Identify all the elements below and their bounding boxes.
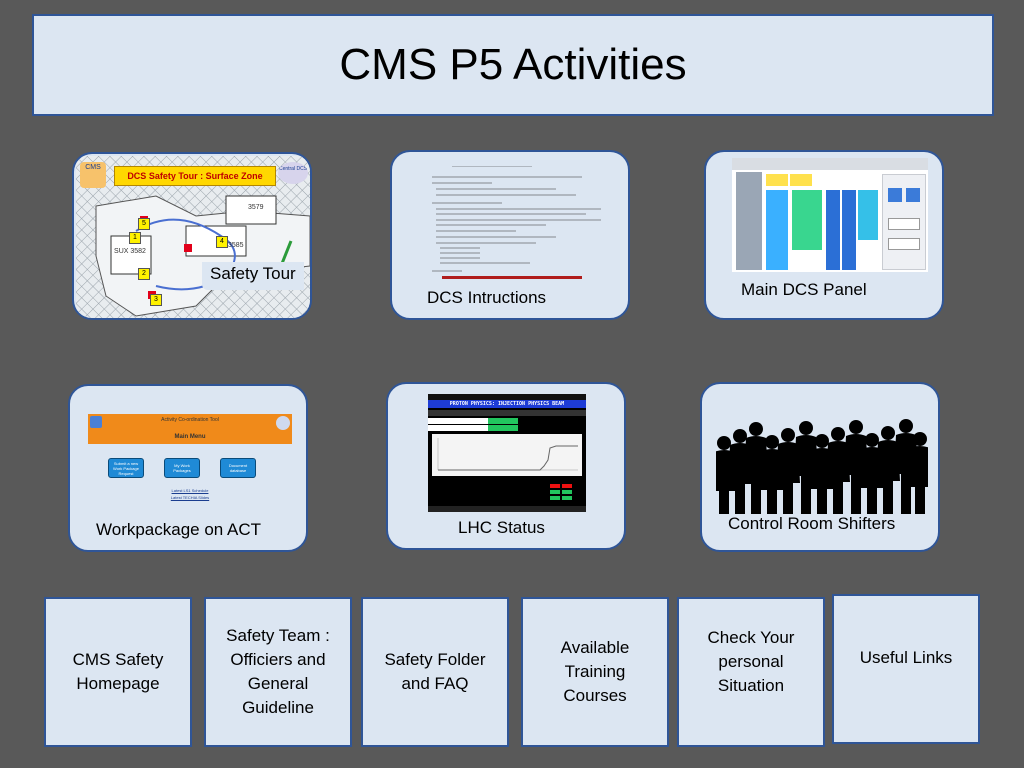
control-room-card[interactable]: Control Room Shifters xyxy=(700,382,940,552)
dcs-panel-screenshot xyxy=(732,158,928,272)
act-main-menu: Main Menu xyxy=(174,434,206,440)
lhc-status-screenshot: PROTON PHYSICS: INJECTION PHYSICS BEAM xyxy=(428,394,586,512)
central-dcs-logo: Central DCS xyxy=(278,162,308,184)
main-dcs-panel-label[interactable]: Main DCS Panel xyxy=(741,280,867,299)
map-marker-1: 1 xyxy=(129,232,141,244)
submit-work-package-button[interactable]: Submit a new Work Package Request xyxy=(108,458,144,478)
person-silhouette-head xyxy=(717,436,731,450)
lhc-banner: PROTON PHYSICS: INJECTION PHYSICS BEAM xyxy=(449,401,565,407)
person-silhouette-body xyxy=(776,442,800,514)
person-silhouette-body xyxy=(876,440,900,514)
control-room-label[interactable]: Control Room Shifters xyxy=(728,514,896,533)
person-silhouette-head xyxy=(799,421,813,435)
lhc-plot-icon xyxy=(437,438,578,471)
useful-links-tile[interactable]: Useful Links xyxy=(832,594,980,744)
dcs-instructions-label[interactable]: DCS Intructions xyxy=(427,288,547,307)
people-silhouettes-icon xyxy=(716,404,928,514)
person-silhouette-head xyxy=(865,433,879,447)
my-work-packages-button[interactable]: My Work Packages xyxy=(164,458,200,478)
building-label: 3579 xyxy=(248,204,264,211)
person-silhouette-head xyxy=(913,432,927,446)
person-silhouette-head xyxy=(849,420,863,434)
workpackage-act-card[interactable]: Activity Co-ordination Tool Main Menu Su… xyxy=(68,384,308,552)
safety-tour-header: DCS Safety Tour : Surface Zone xyxy=(114,166,276,186)
cms-logo: CMS xyxy=(80,162,106,188)
dcs-instructions-document xyxy=(422,160,602,280)
building-label: SUX 3582 xyxy=(114,248,146,255)
title-banner: CMS P5 Activities xyxy=(32,14,994,116)
workpackage-act-label[interactable]: Workpackage on ACT xyxy=(96,520,262,539)
map-marker-3: 3 xyxy=(150,294,162,306)
person-silhouette-head xyxy=(881,426,895,440)
lhc-status-label[interactable]: LHC Status xyxy=(458,518,545,537)
person-silhouette-head xyxy=(733,429,747,443)
person-silhouette-body xyxy=(908,446,928,514)
page-title: CMS P5 Activities xyxy=(339,40,687,89)
person-silhouette-head xyxy=(899,419,913,433)
map-marker-5: 5 xyxy=(138,218,150,230)
safety-tour-map: DCS Safety Tour : Surface Zone CMS Centr… xyxy=(76,156,310,318)
crowd-icon xyxy=(716,419,928,514)
person-silhouette-head xyxy=(749,422,763,436)
person-silhouette-head xyxy=(781,428,795,442)
person-silhouette-head xyxy=(765,435,779,449)
ls1-schedule-link[interactable]: Latest LS1 Schedule xyxy=(171,488,209,493)
person-silhouette-head xyxy=(815,434,829,448)
main-dcs-panel-card[interactable]: Main DCS Panel xyxy=(704,150,944,320)
act-screenshot: Activity Co-ordination Tool Main Menu Su… xyxy=(88,414,292,504)
cms-logo xyxy=(90,416,102,428)
map-marker-4: 4 xyxy=(216,236,228,248)
dcs-instructions-card[interactable]: DCS Intructions xyxy=(390,150,630,320)
lhc-status-card[interactable]: PROTON PHYSICS: INJECTION PHYSICS BEAM L… xyxy=(386,382,626,550)
safety-tour-label[interactable]: Safety Tour xyxy=(202,262,304,290)
person-silhouette-head xyxy=(831,427,845,441)
document-database-button[interactable]: Document database xyxy=(220,458,256,478)
person-silhouette-body xyxy=(826,441,850,514)
techia-slides-link[interactable]: Latest TECHIA Slides xyxy=(170,495,210,500)
act-header: Activity Co-ordination Tool Main Menu xyxy=(88,414,292,444)
building-label: 3585 xyxy=(228,242,244,249)
safety-tour-card[interactable]: DCS Safety Tour : Surface Zone CMS Centr… xyxy=(72,152,312,320)
central-dcs-logo xyxy=(276,416,290,430)
map-marker-2: 2 xyxy=(138,268,150,280)
